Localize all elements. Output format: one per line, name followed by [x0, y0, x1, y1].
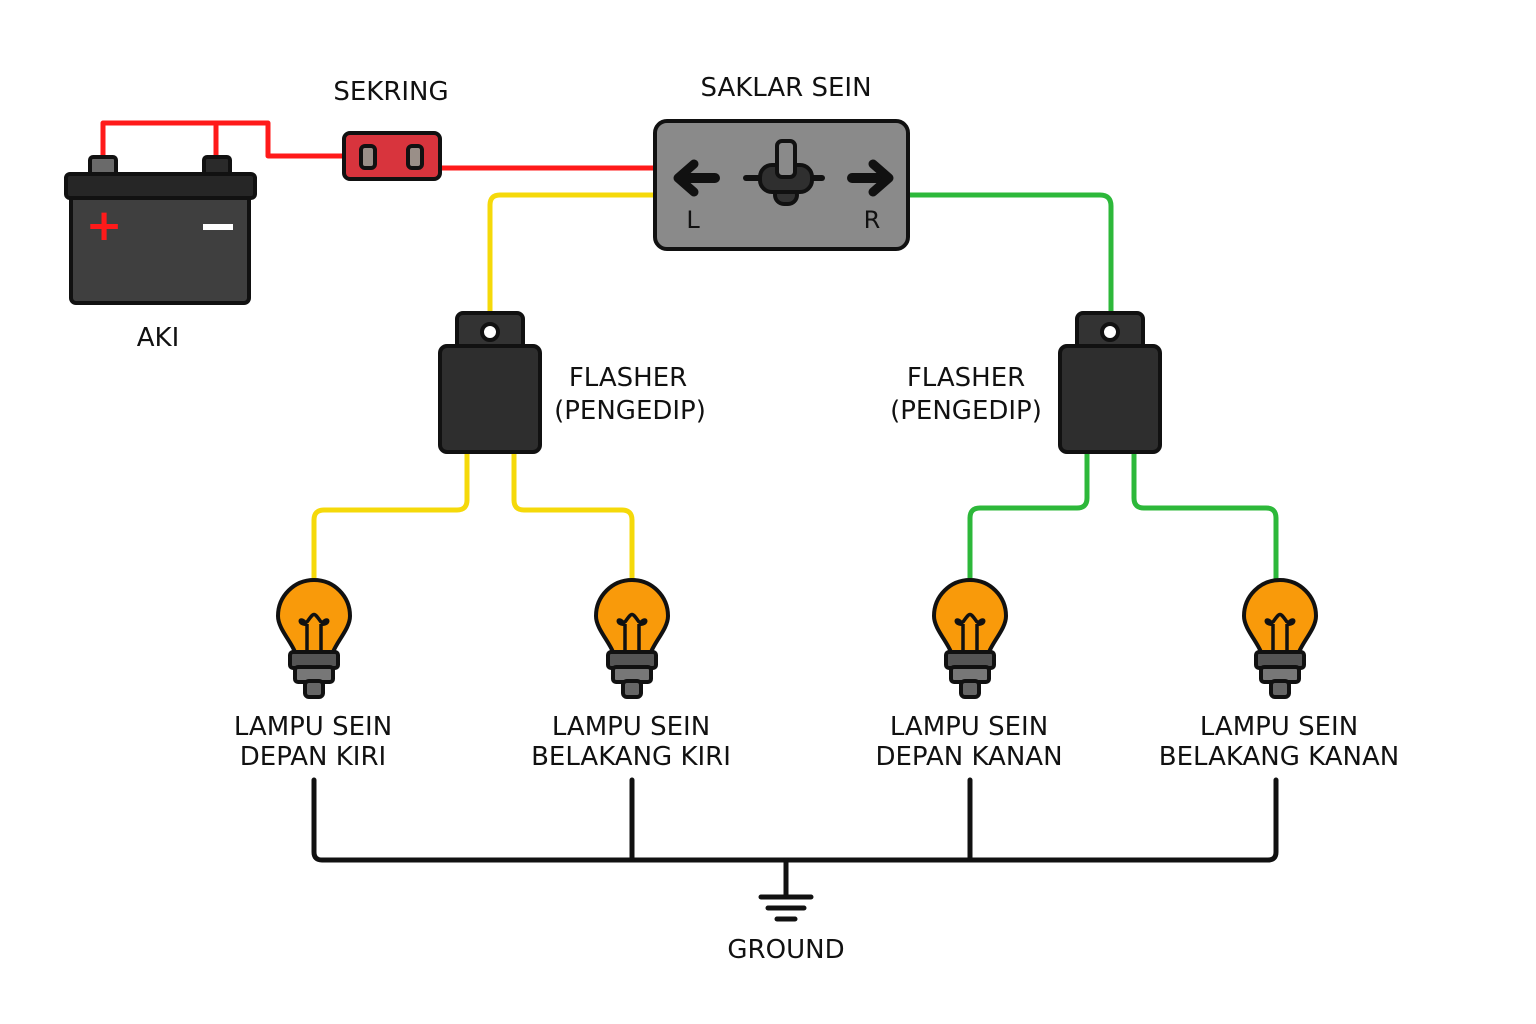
- arrow-right-icon: [847, 159, 894, 197]
- arrow-left-icon: [673, 159, 720, 197]
- right-wire-flasher-to-front-lamp: [967, 449, 1090, 586]
- flasher-right-label-line1: FLASHER: [907, 363, 1025, 393]
- ground-label: GROUND: [727, 935, 844, 965]
- light-bulb-icon: [276, 578, 352, 699]
- flasher-left-label-line1: FLASHER: [569, 363, 687, 393]
- switch-label: SAKLAR SEIN: [700, 73, 871, 103]
- lamp-label-line2: BELAKANG KANAN: [1159, 742, 1399, 772]
- lamp-label-line1: LAMPU SEIN: [1200, 712, 1358, 742]
- battery-minus-sign: [203, 224, 233, 230]
- fuse-icon: [342, 131, 442, 181]
- battery-icon: +: [64, 155, 257, 305]
- fuse-label: SEKRING: [333, 77, 448, 107]
- lamp-label-line2: BELAKANG KIRI: [531, 742, 731, 772]
- lamp-label-line2: DEPAN KIRI: [240, 742, 386, 772]
- left-wire-flasher-to-rear-lamp: [511, 449, 635, 586]
- switch-left-label: L: [686, 206, 700, 234]
- switch-right-label: R: [864, 206, 881, 234]
- ground-symbol-icon: [758, 857, 814, 922]
- light-bulb-icon: [594, 578, 670, 699]
- lamp-label-line1: LAMPU SEIN: [890, 712, 1048, 742]
- right-wire-switch-to-flasher: [905, 192, 1114, 316]
- lamp-label-line1: LAMPU SEIN: [234, 712, 392, 742]
- left-wire-switch-to-flasher: [487, 192, 659, 316]
- light-bulb-icon: [932, 578, 1008, 699]
- left-wire-flasher-to-front-lamp: [311, 449, 470, 586]
- battery-label: AKI: [137, 323, 180, 353]
- flasher-right-icon: [1058, 311, 1162, 454]
- light-bulb-icon: [1242, 578, 1318, 699]
- turn-signal-switch: L R: [653, 119, 910, 251]
- flasher-right-label-line2: (PENGEDIP): [890, 396, 1042, 426]
- lamp-label-line2: DEPAN KANAN: [875, 742, 1062, 772]
- battery-plus-sign: +: [86, 200, 123, 251]
- right-wire-flasher-to-rear-lamp: [1131, 449, 1279, 586]
- positive-wire-battery-to-fuse: [100, 120, 348, 161]
- flasher-left-icon: [438, 311, 542, 454]
- flasher-left-label-line2: (PENGEDIP): [554, 396, 706, 426]
- lamp-label-line1: LAMPU SEIN: [552, 712, 710, 742]
- switch-lever-icon: [743, 139, 825, 206]
- ground-wire-bus: [311, 777, 1279, 863]
